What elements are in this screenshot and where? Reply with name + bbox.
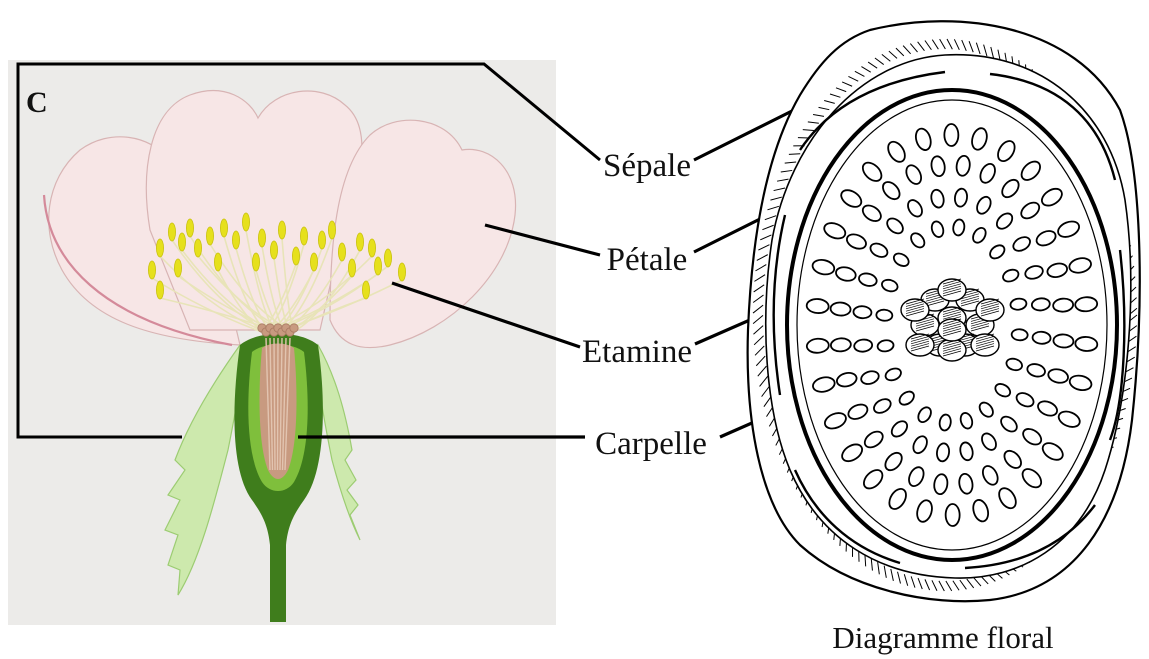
anther <box>156 281 163 299</box>
anther <box>242 213 249 231</box>
style-line <box>278 338 279 470</box>
style-line <box>274 338 275 470</box>
anther <box>348 259 355 277</box>
carpel-lobe <box>901 299 929 321</box>
anther <box>270 241 277 259</box>
carpel-lobe <box>938 319 966 341</box>
stamen-oval <box>1053 334 1074 348</box>
anther <box>194 239 201 257</box>
stamen-oval <box>1011 329 1028 341</box>
stamen-oval <box>806 338 829 354</box>
anther <box>278 221 285 239</box>
panel-letter: C <box>26 86 48 119</box>
anther <box>318 231 325 249</box>
anther <box>300 227 307 245</box>
anther <box>168 223 175 241</box>
anther <box>148 261 155 279</box>
carpel-lobe <box>938 339 966 361</box>
stigma <box>290 324 298 332</box>
stamen-oval <box>806 298 829 314</box>
stamen-oval <box>876 309 893 321</box>
anther <box>356 233 363 251</box>
carpel-lobe <box>976 299 1004 321</box>
anther <box>338 243 345 261</box>
anther <box>310 253 317 271</box>
label-sepale: Sépale <box>603 148 691 184</box>
carpel-lobe <box>906 334 934 356</box>
anther <box>384 249 391 267</box>
anther <box>368 239 375 257</box>
carpel-lobe <box>938 279 966 301</box>
anther <box>156 239 163 257</box>
label-carpelle: Carpelle <box>595 426 707 462</box>
label-petale: Pétale <box>607 242 688 278</box>
anther <box>214 253 221 271</box>
stamen-oval <box>1075 296 1098 312</box>
stamen-oval <box>853 306 872 319</box>
anther <box>258 229 265 247</box>
floral-diagram <box>748 21 1140 601</box>
anther <box>292 247 299 265</box>
stamen-oval <box>946 504 960 526</box>
anther <box>374 257 381 275</box>
anther <box>252 253 259 271</box>
stamen-oval <box>830 302 851 316</box>
anther <box>398 263 405 281</box>
diagram-caption: Diagramme floral <box>832 620 1053 655</box>
label-etamine: Etamine <box>582 334 692 370</box>
anther <box>186 219 193 237</box>
stamen-oval <box>944 124 958 146</box>
anther <box>328 221 335 239</box>
carpel-lobe <box>971 334 999 356</box>
stamen-oval <box>1075 336 1098 352</box>
anther <box>362 281 369 299</box>
anther <box>174 259 181 277</box>
hatch-tick <box>789 154 800 155</box>
anther <box>206 227 213 245</box>
anther <box>232 231 239 249</box>
anther <box>220 219 227 237</box>
anther <box>178 233 185 251</box>
stamen-oval <box>1032 331 1051 344</box>
